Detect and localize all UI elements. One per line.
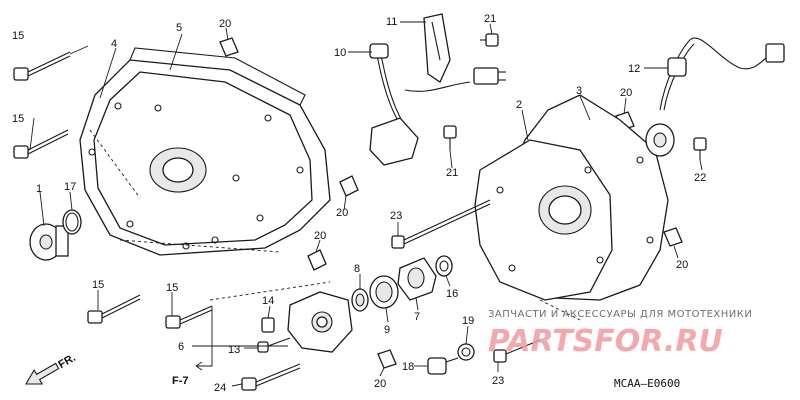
collar-7	[397, 257, 437, 301]
cap-1	[29, 223, 69, 261]
callout-23-upper: 23	[390, 210, 402, 222]
callout-23-lower: 23	[492, 375, 504, 387]
bolt-21-top	[480, 33, 499, 47]
callout-20-right-top: 20	[620, 87, 632, 99]
callout-4: 4	[111, 38, 117, 50]
leader-lines	[29, 21, 703, 387]
watermark-caption: ЗАПЧАСТИ И АКСЕССУАРЫ ДЛЯ МОТОТЕХНИКИ	[488, 309, 752, 320]
bolt-13	[257, 337, 291, 353]
callout-10: 10	[334, 47, 346, 59]
callout-19: 19	[462, 315, 474, 327]
o-ring-17	[62, 209, 82, 235]
bolt-21-middle	[443, 125, 457, 150]
callout-20-lower: 20	[314, 230, 326, 242]
callout-15-center: 15	[166, 282, 178, 294]
callout-15-top: 15	[12, 30, 24, 42]
seal-8	[351, 288, 369, 312]
bolt-23-upper	[391, 199, 491, 249]
callout-21-top: 21	[484, 13, 496, 25]
dowel-20-top	[219, 37, 239, 57]
callout-3: 3	[576, 85, 582, 97]
callout-15-lower: 15	[92, 279, 104, 291]
callout-9: 9	[384, 324, 390, 336]
holder-6	[287, 291, 353, 353]
pin-14	[261, 317, 275, 333]
bolt-24	[241, 363, 301, 391]
crankcase-cover-assembly	[79, 47, 331, 256]
bolt-15-center	[165, 305, 213, 329]
dowel-20-lower	[307, 249, 327, 271]
callout-1: 1	[36, 183, 42, 195]
callout-20-center: 20	[336, 207, 348, 219]
callout-20-top: 20	[219, 18, 231, 30]
callout-7: 7	[414, 311, 420, 323]
washer-16	[435, 255, 453, 277]
callout-22: 22	[694, 172, 706, 184]
callout-20-right: 20	[676, 259, 688, 271]
callout-15-mid: 15	[12, 113, 24, 125]
watermark-logo: PARTSFOR.RU	[488, 324, 723, 359]
callout-14: 14	[262, 295, 274, 307]
callout-2: 2	[516, 99, 522, 111]
washer-19	[457, 343, 475, 361]
diagram-code: MCAA—E0600	[614, 377, 680, 390]
bolt-15-middle	[13, 129, 69, 159]
callout-17: 17	[64, 181, 76, 193]
bracket-11	[423, 13, 451, 83]
callout-20-bottom: 20	[374, 378, 386, 390]
bolt-23-lower	[493, 339, 541, 363]
fr-label: FR.	[56, 352, 77, 371]
callout-24: 24	[214, 382, 226, 394]
bolt-22	[693, 137, 707, 160]
sensor-harness-10	[369, 43, 471, 166]
plug-18	[427, 357, 459, 375]
bolt-15-top	[13, 45, 89, 81]
dowel-20-bottom	[377, 349, 397, 369]
bolt-15-lower	[87, 294, 141, 324]
watermark: ЗАПЧАСТИ И АКСЕССУАРЫ ДЛЯ МОТОТЕХНИКИ PA…	[488, 309, 752, 359]
callout-18: 18	[402, 361, 414, 373]
dowel-20-right	[663, 227, 683, 247]
bearing-9	[369, 275, 399, 309]
sensor-harness-12	[645, 37, 785, 157]
callout-labels: 15 4 5 20 15 1 17 20 10 11 21 21 2 3 12 …	[12, 13, 706, 394]
callout-8: 8	[354, 263, 360, 275]
case-cover-2-3	[474, 94, 669, 321]
callout-6: 6	[178, 341, 184, 353]
callout-16: 16	[446, 288, 458, 300]
callout-12: 12	[628, 63, 640, 75]
callout-11: 11	[386, 16, 397, 28]
callout-5: 5	[176, 22, 182, 34]
dowel-20-center	[339, 175, 359, 197]
connector-11	[473, 67, 506, 85]
section-reference: F-7	[172, 375, 189, 387]
front-direction-arrow: FR.	[25, 352, 78, 385]
callout-21-mid: 21	[446, 167, 458, 179]
callout-13: 13	[228, 344, 240, 356]
